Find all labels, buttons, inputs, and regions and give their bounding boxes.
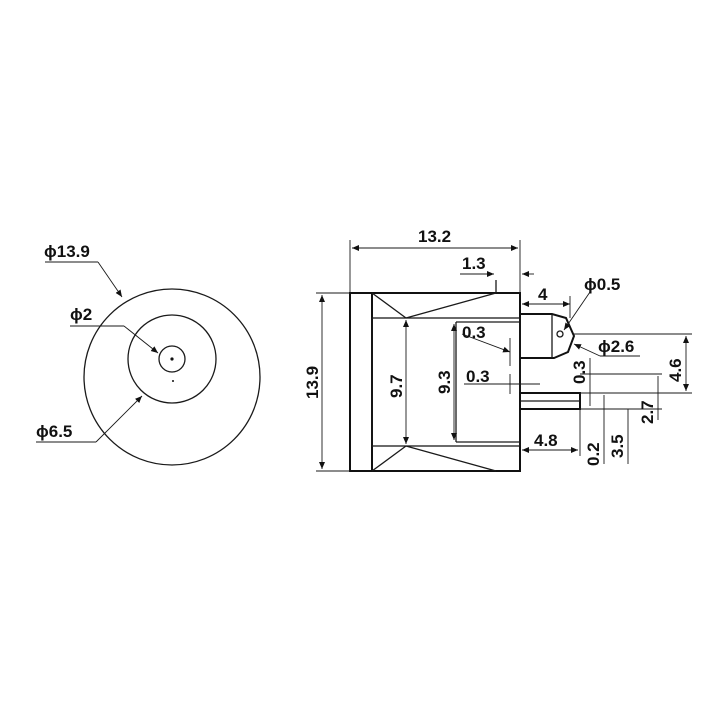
label-lower-terminal-length: 4.8 [534,431,558,450]
label-outer-diameter: ϕ13.9 [44,242,90,261]
pin-center-dot [170,357,174,361]
label-terminal-diameter: ϕ2.6 [598,337,634,356]
cavity-outline [371,317,521,447]
label-terminal-offset: 4.6 [666,358,685,382]
inner-circle [127,314,217,404]
label-lower-terminal-thickness: 0.2 [584,442,603,466]
chamfer-bottom-right [405,445,497,472]
label-flange-thickness: 1.3 [462,254,486,273]
leader-outer-diameter-arrow [97,261,123,298]
label-pin-diameter: ϕ2 [70,305,92,324]
upper-terminal [520,313,576,359]
leader-terminal-diameter-b [573,343,601,357]
label-inner-height-a: 9.7 [387,374,406,398]
chamfer-top-right [405,292,497,319]
label-inner-diameter: ϕ6.5 [36,422,72,441]
chamfer-top-left [371,292,407,319]
flange [349,292,373,472]
chamfer-bottom-left [371,445,407,472]
leader-gap-top [461,333,511,353]
side-view: 13.2 1.3 13.9 9.7 9.3 0.3 0.3 4 ϕ0.5 [303,227,692,472]
leader-inner-diameter-arrow [95,395,143,443]
label-terminal-gap: 0.3 [570,360,589,384]
label-lower-terminal-offset: 2.7 [638,400,657,424]
label-terminal-length: 4 [538,285,548,304]
label-gap-top: 0.3 [462,323,486,342]
front-view: ϕ13.9 ϕ2 ϕ6.5 [36,242,261,466]
outer-circle [83,288,261,466]
label-overall-length: 13.2 [418,227,451,246]
label-hole-diameter: ϕ0.5 [584,275,620,294]
terminal-hole [556,330,564,338]
leader-hole-diameter [563,291,591,331]
label-gap-bottom: 0.3 [466,367,490,386]
label-inner-height-b: 9.3 [435,370,454,394]
leader-pin-diameter-arrow [123,325,159,354]
label-overall-height: 13.9 [303,366,322,399]
small-dot [172,380,174,382]
label-lower-terminal-height: 3.5 [608,434,627,458]
pin-circle [158,345,186,373]
